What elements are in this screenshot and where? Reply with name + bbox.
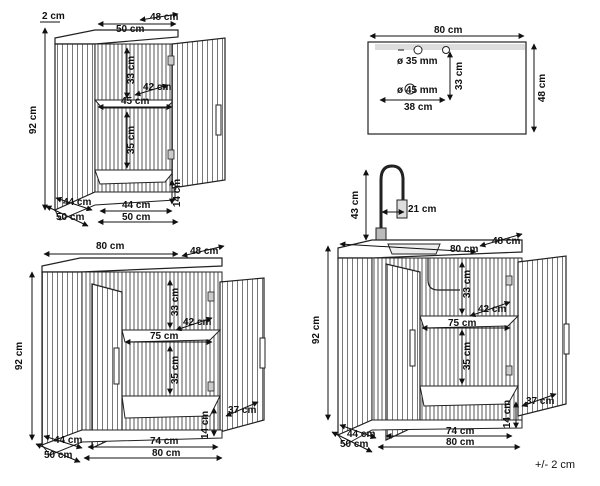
basin-width-label: 38 cm (404, 102, 432, 113)
large-upper-shelf-label: 33 cm (170, 288, 181, 316)
large-bottom-width-label: 80 cm (152, 448, 180, 459)
large-lower-shelf-label: 35 cm (170, 356, 181, 384)
sink-base-width-label: 74 cm (446, 426, 474, 437)
sink-shelf-depth-label: 42 cm (478, 304, 506, 315)
faucet-hole-accessory (442, 46, 450, 54)
sink-depth-label: 48 cm (537, 74, 548, 102)
large-base-width-label: 74 cm (150, 436, 178, 447)
small-top-depth-label: 48 cm (150, 12, 178, 23)
large-top-width-label: 80 cm (96, 241, 124, 252)
sink-shelf-width-label: 75 cm (448, 318, 476, 329)
small-shelf-depth-label: 42 cm (143, 82, 171, 93)
large-side-inner-label: 44 cm (54, 435, 82, 446)
small-base-width-label: 44 cm (122, 200, 150, 211)
cabinet-small-dimensions: 92 cm 2 cm 50 cm 48 cm 33 cm 42 cm 45 cm… (28, 11, 183, 227)
sink-side-outer-label: 50 cm (340, 439, 368, 450)
faucet-height-label: 43 cm (350, 191, 361, 219)
large-plinth-label: 14 cm (200, 411, 211, 439)
basin-depth-label: 33 cm (454, 62, 465, 90)
large-side-outer-label: 50 cm (44, 450, 72, 461)
cabinet-sink (337, 164, 570, 446)
cabinet-large (41, 257, 266, 456)
cabinet-sink-dimensions: 43 cm 21 cm 80 cm 48 cm 92 cm 33 cm 42 c… (311, 169, 557, 453)
sink-plinth-label: 14 cm (502, 400, 513, 428)
sink-cabinet-height-label: 92 cm (311, 316, 322, 344)
sink-cabinet-top-depth-label: 48 cm (492, 236, 520, 247)
sink-top (367, 41, 527, 135)
small-top-offset-label: 2 cm (42, 11, 65, 22)
faucet-reach-label: 21 cm (408, 204, 436, 215)
small-height-label: 92 cm (28, 106, 39, 134)
small-side-inner-label: 44 cm (63, 197, 91, 208)
large-shelf-width-label: 75 cm (150, 331, 178, 342)
faucet-hole-small (413, 45, 423, 55)
large-top-depth-label: 48 cm (190, 246, 218, 257)
sink-upper-shelf-label: 33 cm (462, 270, 473, 298)
small-lower-shelf-label: 35 cm (126, 126, 137, 154)
large-shelf-depth-label: 42 cm (183, 317, 211, 328)
small-plinth-label: 14 cm (172, 179, 183, 207)
sink-lower-shelf-label: 35 cm (462, 342, 473, 370)
cabinet-large-dimensions: 80 cm 48 cm 92 cm 33 cm 42 cm 75 cm 35 c… (14, 241, 259, 463)
tolerance-note: +/- 2 cm (535, 459, 575, 471)
sink-width-label: 80 cm (434, 25, 462, 36)
faucet (379, 164, 405, 240)
hole-small-label: ø 35 mm (397, 56, 438, 67)
large-height-label: 92 cm (14, 342, 25, 370)
large-door-depth-label: 37 cm (228, 405, 256, 416)
cabinet-small (54, 29, 226, 221)
sink-top-dimensions: 80 cm 48 cm ø 35 mm ø 45 mm 33 cm 38 cm (369, 25, 548, 133)
small-bottom-width-label: 50 cm (122, 212, 150, 223)
small-shelf-width-label: 45 cm (121, 96, 149, 107)
drain-hole-large (404, 83, 416, 95)
small-side-outer-label: 50 cm (56, 212, 84, 223)
hole-large-label: ø 45 mm (397, 85, 438, 96)
sink-bottom-width-label: 80 cm (446, 437, 474, 448)
sink-door-depth-label: 37 cm (526, 396, 554, 407)
sink-cabinet-top-width-label: 80 cm (450, 244, 478, 255)
small-top-width-label: 50 cm (116, 24, 144, 35)
small-upper-shelf-label: 33 cm (126, 56, 137, 84)
